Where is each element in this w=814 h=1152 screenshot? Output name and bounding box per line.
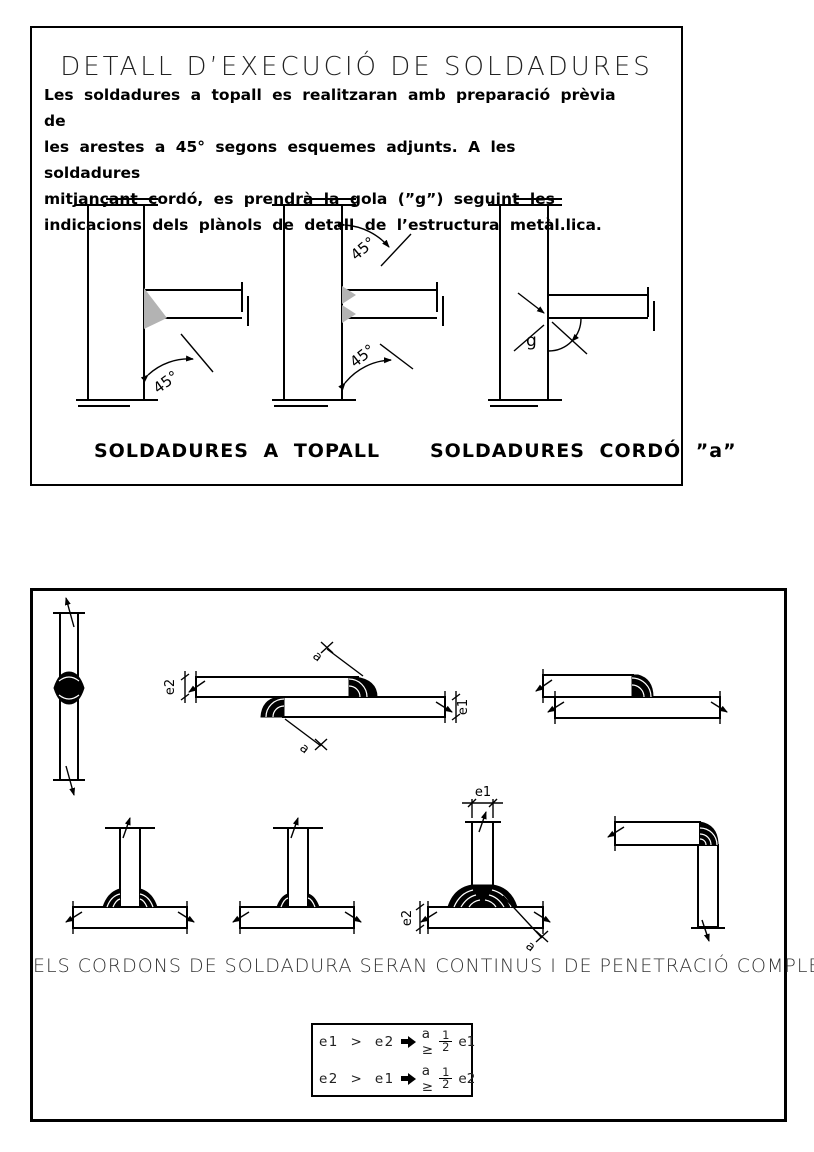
implies-arrow-icon <box>400 1072 416 1085</box>
caption-butt-welds: SOLDADURES A TOPALL <box>94 440 381 462</box>
weld-fill <box>53 671 85 705</box>
page-title: DETALL D’EXECUCIÓ DE SOLDADURES <box>60 52 653 83</box>
angle-label: 45° <box>347 233 379 264</box>
thickness-label-e1: e1 <box>456 699 471 715</box>
weld-fill <box>276 893 289 908</box>
thickness-label-e2: e2 <box>163 679 178 695</box>
caption-continuous-welds: ELS CORDONS DE SOLDADURA SERAN CONTINUS … <box>33 955 814 977</box>
weld-fill <box>348 676 378 698</box>
fraction-numerator: 1 <box>439 1029 453 1042</box>
fraction-numerator: 1 <box>439 1066 453 1079</box>
spec-line: Les soldadures a topall es realitzaran a… <box>44 86 616 130</box>
diagram-butt-weld-plates <box>53 597 85 796</box>
result-text: e1 <box>458 1033 476 1050</box>
throat-label-a: a <box>522 939 538 956</box>
caption-fillet-welds: SOLDADURES CORDÓ ”a” <box>430 440 737 462</box>
thickness-label-e1: e1 <box>475 785 491 800</box>
throat-label: g <box>526 331 537 351</box>
thickness-label-e2: e2 <box>400 910 415 926</box>
weld-fill <box>139 888 158 908</box>
weld-fill <box>102 888 121 908</box>
diagram-corner-joint <box>607 816 725 942</box>
weld-fill <box>342 286 356 304</box>
spec-paragraph: Les soldadures a topall es realitzaran a… <box>44 82 619 238</box>
weld-fill <box>342 305 356 323</box>
angle-label: 45° <box>346 341 378 372</box>
weld-fill <box>631 674 654 698</box>
diagram-tee-joint-small-weld <box>232 817 362 934</box>
condition-text: e1 > e2 <box>319 1033 395 1050</box>
diagram-tee-joint-dimensioned: e1 e2 a <box>400 785 551 956</box>
diagram-lap-joint <box>535 669 728 724</box>
throat-label-a: a <box>309 649 325 666</box>
weld-fill <box>699 821 719 846</box>
diagram-fillet-weld-throat: g <box>488 198 655 407</box>
angle-label: 45° <box>150 367 182 397</box>
fillet-weld-diagrams: e2 e1 a a <box>53 597 728 956</box>
diagram-lap-joint-dimensioned: e2 e1 a a <box>163 641 471 758</box>
spec-line: les arestes a 45° segons esquemes adjunt… <box>44 138 516 182</box>
panel-weld-execution: DETALL D’EXECUCIÓ DE SOLDADURES Les sold… <box>30 26 737 486</box>
diagram-single-bevel-weld: 45° <box>76 198 249 407</box>
fraction-denominator: 2 <box>442 1040 450 1054</box>
weld-fill <box>447 884 518 908</box>
fraction-denominator: 2 <box>442 1077 450 1091</box>
spec-line: indicacions dels plànols de detall de l’… <box>44 216 602 234</box>
result-text: e2 <box>458 1070 476 1087</box>
condition-text: e2 > e1 <box>319 1070 395 1087</box>
throat-label-a: a <box>296 741 312 758</box>
diagram-double-bevel-weld: 45° 45° <box>272 198 444 407</box>
weld-fill <box>307 893 320 908</box>
weld-fill <box>144 288 167 329</box>
spec-line: mitjançant cordó, es prendrà la gola (”g… <box>44 190 555 208</box>
consequent-text: a ≥ <box>421 1025 434 1058</box>
consequent-text: a ≥ <box>421 1062 434 1095</box>
panel-fillet-weld-details: e2 e1 a a <box>30 588 814 1122</box>
implies-arrow-icon <box>400 1035 416 1048</box>
butt-weld-diagrams: 45° 45° 45° <box>76 198 655 407</box>
diagram-tee-joint-large-weld <box>65 817 195 934</box>
